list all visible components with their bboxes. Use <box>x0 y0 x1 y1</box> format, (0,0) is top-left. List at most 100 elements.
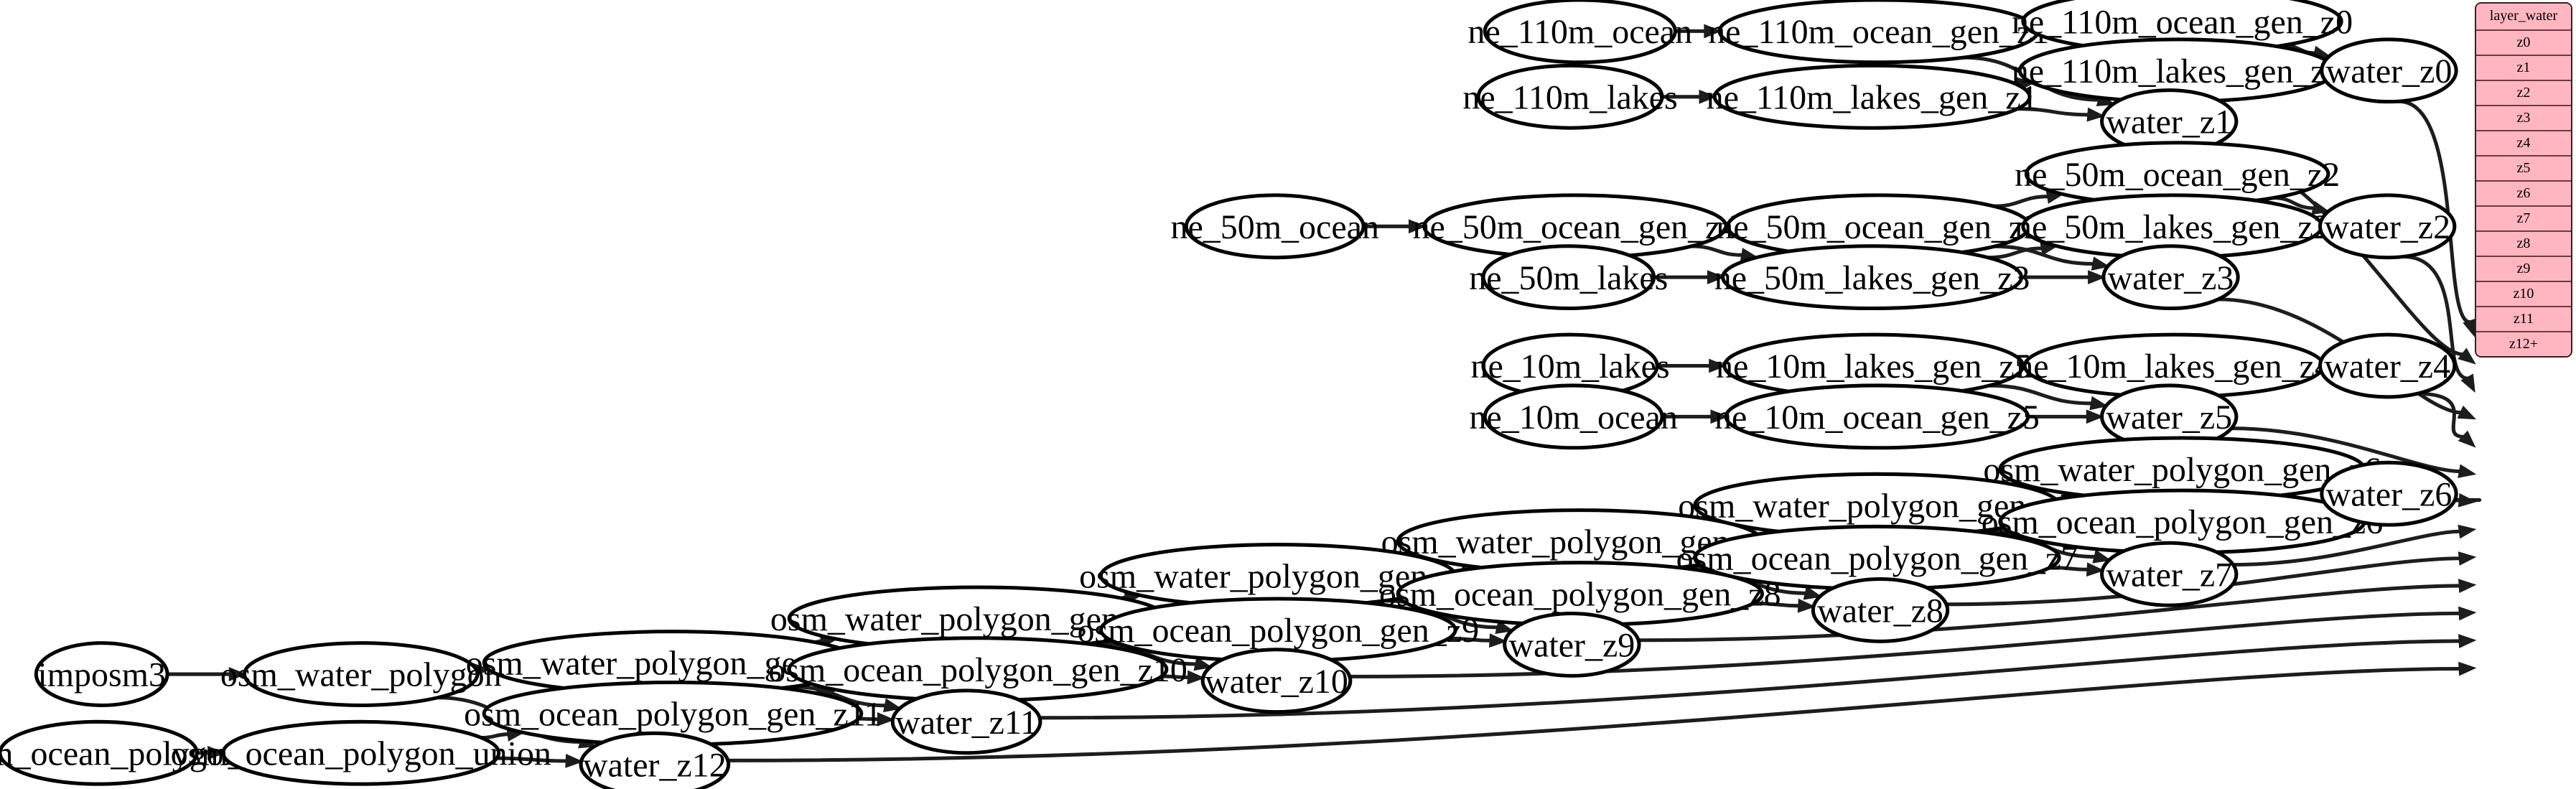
record-table-row-z7[interactable]: z7 <box>2476 205 2571 230</box>
record-table-row-z8[interactable]: z8 <box>2476 230 2571 256</box>
node-label: ne_50m_lakes <box>1469 259 1668 297</box>
graph-node-osm_ocean_polygon_gen_z6[interactable]: osm_ocean_polygon_gen_z6 <box>1982 488 2384 555</box>
node-ellipse <box>890 688 1042 755</box>
record-table-title: layer_water <box>2476 4 2571 29</box>
graph-node-water_z3[interactable]: water_z3 <box>2101 244 2240 311</box>
node-ellipse <box>1721 244 2024 311</box>
edge-osm_ocean_polygon_gen_z8-to-water_z8 <box>1753 601 1800 608</box>
graph-node-water_z7[interactable]: water_z7 <box>2100 541 2239 607</box>
node-label: ne_110m_lakes_gen_z1 <box>1707 78 2038 116</box>
graph-node-osm_ocean_polygon_gen_z7[interactable]: osm_ocean_polygon_gen_z7 <box>1676 524 2078 591</box>
graph-node-ne_110m_lakes_gen_z1[interactable]: ne_110m_lakes_gen_z1 <box>1707 63 2038 130</box>
edge-arrowhead <box>1797 598 1816 613</box>
graph-node-ne_50m_ocean[interactable]: ne_50m_ocean <box>1171 193 1379 260</box>
graph-node-osm_ocean_polygon_gen_z8[interactable]: osm_ocean_polygon_gen_z8 <box>1379 561 1781 627</box>
node-label: osm_ocean_polygon <box>0 734 241 772</box>
node-label: ne_50m_ocean_gen_z3 <box>1716 208 2041 246</box>
node-label: ne_10m_lakes_gen_z5 <box>1716 347 2032 386</box>
graph-node-water_z1[interactable]: water_z1 <box>2100 88 2239 155</box>
graph-node-ne_110m_lakes[interactable]: ne_110m_lakes <box>1462 63 1678 130</box>
edge-arrowhead <box>1495 620 1514 635</box>
node-label: water_z12 <box>583 746 727 784</box>
graph-node-osm_water_polygon_gen_z6[interactable]: osm_water_polygon_gen_z6 <box>1983 436 2381 503</box>
node-ellipse <box>2320 37 2458 104</box>
graph-node-ne_10m_ocean[interactable]: ne_10m_ocean <box>1469 383 1678 450</box>
graph-node-water_z10[interactable]: water_z10 <box>1200 648 1353 714</box>
record-table-row-z6[interactable]: z6 <box>2476 180 2571 205</box>
graph-node-water_z11[interactable]: water_z11 <box>890 688 1042 755</box>
edge-arrowhead <box>2458 634 2477 648</box>
edge-water_z12-to-layer_z12 <box>727 667 2460 762</box>
graph-node-ne_50m_lakes_gen_z3[interactable]: ne_50m_lakes_gen_z3 <box>1714 244 2030 311</box>
graph-node-water_z9[interactable]: water_z9 <box>1503 612 1641 678</box>
edge-arrowhead <box>2458 464 2477 478</box>
edge-arrowhead <box>565 753 584 768</box>
record-table-row-z10[interactable]: z10 <box>2476 281 2571 306</box>
edge-arrowhead <box>1803 586 1823 600</box>
graph-node-ne_110m_ocean[interactable]: ne_110m_ocean <box>1467 0 1692 65</box>
edge-water_z8-to-layer_z8 <box>1946 556 2460 607</box>
edge-arrowhead <box>882 698 902 713</box>
record-table-row-z9[interactable]: z9 <box>2476 256 2571 281</box>
graph-node-osm_ocean_polygon_union[interactable]: osm_ocean_polygon_union <box>171 719 551 786</box>
record-table-row-z5[interactable]: z5 <box>2476 155 2571 180</box>
record-table-row-z4[interactable]: z4 <box>2476 130 2571 155</box>
node-ellipse <box>1503 612 1641 678</box>
node-label: ne_110m_ocean_gen_z1 <box>1708 13 2049 51</box>
edge-arrowhead <box>2458 492 2477 508</box>
record-table-row-z1[interactable]: z1 <box>2476 55 2571 80</box>
record-table-row-z0[interactable]: z0 <box>2476 29 2571 55</box>
graph-node-osm_ocean_polygon[interactable]: osm_ocean_polygon <box>0 719 241 786</box>
graph-node-imposm3[interactable]: imposm3 <box>34 641 169 707</box>
edge-osm_ocean_polygon_union-to-water_z12 <box>496 756 568 763</box>
node-ellipse <box>1481 244 1656 311</box>
edge-water_z5-to-layer_z5 <box>2231 426 2461 474</box>
graph-node-osm_ocean_polygon_gen_z9[interactable]: osm_ocean_polygon_gen_z9 <box>1077 597 1479 663</box>
edge-osm_ocean_polygon_gen_z9-to-water_z9 <box>1448 636 1491 643</box>
graph-node-water_z5[interactable]: water_z5 <box>2100 383 2239 450</box>
edge-arrowhead <box>2460 373 2475 393</box>
graph-node-ne_110m_ocean_gen_z0[interactable]: ne_110m_ocean_gen_z0 <box>2012 0 2353 55</box>
graph-node-ne_50m_ocean_gen_z3[interactable]: ne_50m_ocean_gen_z3 <box>1716 193 2041 260</box>
graph-node-water_z2[interactable]: water_z2 <box>2318 193 2457 260</box>
node-label: ne_10m_ocean <box>1469 398 1677 436</box>
node-label: water_z10 <box>1205 663 1348 701</box>
edge-arrowhead <box>1187 670 1205 685</box>
edge-arrowhead <box>2458 661 2477 676</box>
node-label: osm_ocean_polygon_gen_z7 <box>1676 539 2078 577</box>
edge-arrowhead <box>2458 524 2477 539</box>
node-label: water_z1 <box>2106 103 2232 141</box>
edge-arrowhead <box>1489 633 1508 648</box>
graph-node-water_z4[interactable]: water_z4 <box>2318 332 2457 399</box>
graph-node-osm_water_polygon_gen_z8[interactable]: osm_water_polygon_gen_z8 <box>1381 508 1779 574</box>
graph-node-ne_50m_ocean_gen_z2[interactable]: ne_50m_ocean_gen_z2 <box>2015 141 2340 207</box>
record-table-row-z3[interactable]: z3 <box>2476 105 2571 130</box>
record-table-row-z11[interactable]: z11 <box>2476 306 2571 331</box>
edge-water_z2-to-layer_z2 <box>2403 254 2468 381</box>
edge-arrowhead <box>1699 89 1717 104</box>
node-ellipse <box>579 731 731 789</box>
edge-arrowhead <box>2086 409 2104 424</box>
record-table-row-z12+[interactable]: z12+ <box>2476 331 2571 356</box>
node-label: water_z7 <box>2106 556 2232 594</box>
edge-ne_10m_lakes_gen_z5-to-water_z5 <box>1989 383 2093 406</box>
node-label: ne_10m_lakes <box>1471 347 1670 386</box>
edge-arrowhead <box>2092 549 2111 564</box>
node-label: ne_50m_lakes_gen_z2 <box>2015 208 2330 246</box>
graph-node-ne_10m_lakes[interactable]: ne_10m_lakes <box>1471 332 1670 399</box>
graph-node-water_z6[interactable]: water_z6 <box>2320 460 2458 527</box>
node-label: osm_ocean_polygon_gen_z8 <box>1379 576 1781 614</box>
graph-node-water_z8[interactable]: water_z8 <box>1811 577 1950 643</box>
node-label: osm_ocean_polygon_gen_z6 <box>1982 503 2384 541</box>
record-table-row-z2[interactable]: z2 <box>2476 80 2571 105</box>
node-label: water_z8 <box>1817 592 1943 630</box>
graph-node-water_z0[interactable]: water_z0 <box>2320 37 2458 104</box>
graph-node-ne_50m_ocean_gen_z4[interactable]: ne_50m_ocean_gen_z4 <box>1412 193 1737 260</box>
graph-node-osm_ocean_polygon_gen_z11[interactable]: osm_ocean_polygon_gen_z11 <box>464 680 882 747</box>
graph-node-water_z12[interactable]: water_z12 <box>579 731 731 789</box>
graph-node-ne_10m_ocean_gen_z5[interactable]: ne_10m_ocean_gen_z5 <box>1714 383 2040 450</box>
graph-node-osm_water_polygon[interactable]: osm_water_polygon <box>220 641 502 707</box>
graph-node-ne_50m_lakes[interactable]: ne_50m_lakes <box>1469 244 1668 311</box>
graph-node-ne_110m_ocean_gen_z1[interactable]: ne_110m_ocean_gen_z1 <box>1708 0 2049 65</box>
